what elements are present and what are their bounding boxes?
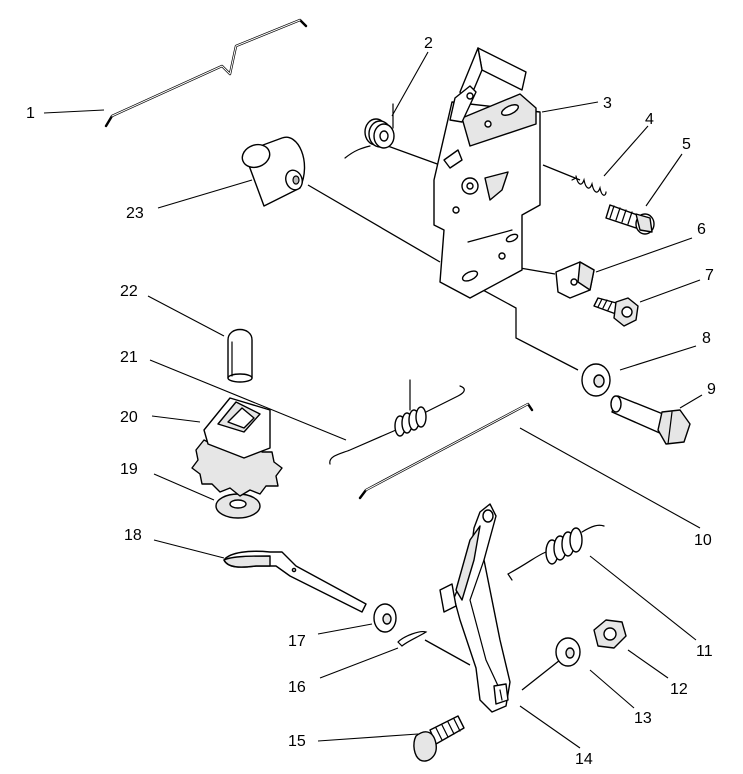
part-21-spring — [329, 379, 465, 465]
callout-21: 21 — [120, 349, 138, 366]
callout-13: 13 — [634, 710, 652, 727]
callout-14: 14 — [575, 751, 593, 768]
callout-12: 12 — [670, 681, 688, 698]
part-19-washer — [215, 493, 261, 519]
part-6-clip — [555, 261, 595, 299]
callout-8: 8 — [702, 330, 711, 347]
assembly-axis-lines — [307, 144, 581, 691]
callout-4: 4 — [645, 111, 654, 128]
part-20-governor-gear — [191, 397, 283, 497]
callout-3: 3 — [603, 95, 612, 112]
part-4-spring — [571, 175, 607, 196]
callout-5: 5 — [682, 136, 691, 153]
part-14-governor-lever — [439, 503, 511, 713]
part-9-shoulder-bolt — [610, 395, 691, 445]
callout-labels: 1 2 3 4 5 6 7 8 9 10 11 12 13 14 15 16 1… — [26, 35, 716, 768]
part-18-governor-shaft — [223, 550, 367, 613]
part-15-bolt — [413, 715, 465, 762]
callout-9: 9 — [707, 381, 716, 398]
callout-11: 11 — [696, 643, 713, 660]
callout-1: 1 — [26, 105, 35, 122]
leader-lines — [43, 51, 703, 749]
part-17-washer — [373, 603, 397, 633]
part-16-hairpin-clip — [397, 631, 428, 647]
callout-20: 20 — [120, 409, 138, 426]
part-1-link-rod — [104, 18, 308, 128]
callout-17: 17 — [288, 633, 306, 650]
callout-23: 23 — [126, 205, 144, 222]
callout-22: 22 — [120, 283, 138, 300]
part-5-screw — [605, 204, 655, 235]
callout-16: 16 — [288, 679, 306, 696]
part-23-sleeve — [241, 136, 306, 207]
part-3-control-bracket — [433, 47, 541, 299]
part-10-link-rod — [358, 402, 534, 500]
callout-15: 15 — [288, 733, 306, 750]
callout-7: 7 — [705, 267, 714, 284]
part-8-washer — [581, 363, 611, 397]
part-7-hex-bolt — [593, 297, 639, 327]
callout-19: 19 — [120, 461, 138, 478]
part-11-spring — [507, 524, 605, 581]
part-22-cap — [227, 328, 253, 383]
part-2-spring — [344, 103, 395, 159]
callout-18: 18 — [124, 527, 142, 544]
part-13-washer — [555, 637, 581, 667]
callout-2: 2 — [424, 35, 433, 52]
part-12-hex-nut — [593, 619, 627, 649]
callout-6: 6 — [697, 221, 706, 238]
callout-10: 10 — [694, 532, 712, 549]
